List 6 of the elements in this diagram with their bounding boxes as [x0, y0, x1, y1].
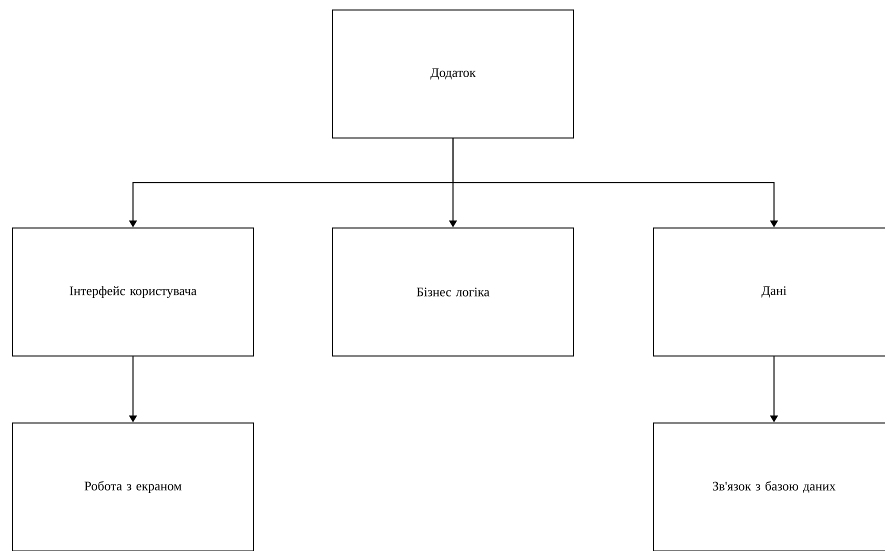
process-box: Бізнес логіка [332, 227, 574, 357]
process-box: Додаток [332, 9, 574, 139]
process-box: Робота з екраном [12, 422, 254, 551]
process-box: Інтерфейс користувача [12, 227, 254, 357]
process-box: Зв'язок з базою даних [652, 422, 885, 551]
process-box: Дані [652, 227, 885, 357]
